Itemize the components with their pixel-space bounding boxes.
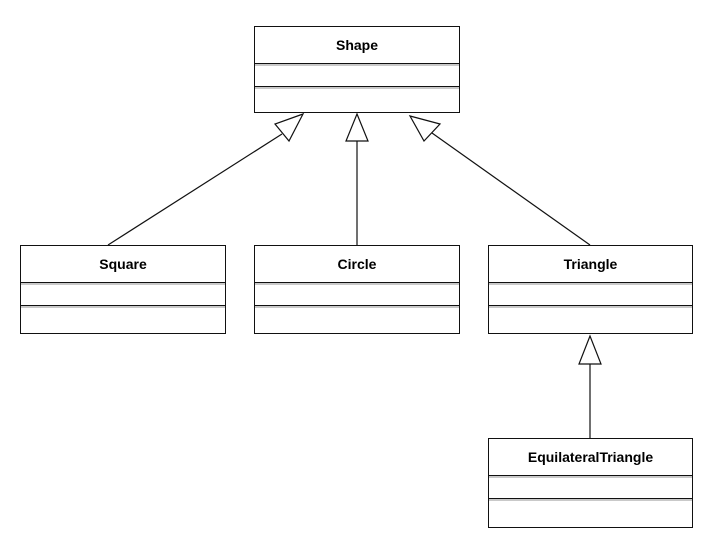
square-to-shape-line [107,133,283,246]
operations-section-shape [255,87,459,110]
attributes-section-equilateral-triangle [489,476,692,499]
operations-section-square [21,306,225,329]
square-generalization-arrowhead [273,112,305,143]
operations-section-circle [255,306,459,329]
class-box-shape[interactable]: Shape [254,26,460,113]
class-name-shape: Shape [255,27,459,64]
operations-section-triangle [489,306,692,329]
attributes-section-square [21,283,225,306]
class-name-circle: Circle [255,246,459,283]
attributes-section-circle [255,283,459,306]
class-box-circle[interactable]: Circle [254,245,460,334]
circle-generalization-arrowhead [345,112,369,142]
class-name-triangle: Triangle [489,246,692,283]
operations-section-equilateral-triangle [489,499,692,522]
class-box-triangle[interactable]: Triangle [488,245,693,334]
class-name-square: Square [21,246,225,283]
triangle-generalization-arrowhead [408,115,442,143]
equilateral-generalization-arrowhead [578,334,602,365]
class-box-equilateral-triangle[interactable]: EquilateralTriangle [488,438,693,528]
attributes-section-triangle [489,283,692,306]
class-box-square[interactable]: Square [20,245,226,334]
attributes-section-shape [255,64,459,87]
class-name-equilateral-triangle: EquilateralTriangle [489,439,692,476]
triangle-to-shape-line [431,132,591,246]
